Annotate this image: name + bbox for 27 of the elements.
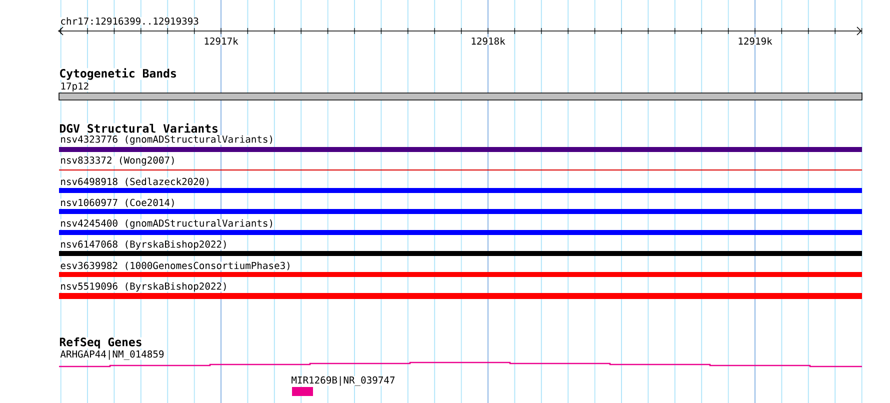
variant-bar: esv3639982 (1000GenomesConsortiumPhase3) bbox=[59, 262, 862, 277]
variant-bar: nsv4323776 (gnomADStructuralVariants) bbox=[59, 135, 862, 152]
node-label: MIR1269B|NR_039747 bbox=[292, 376, 395, 386]
node-label: nsv1060977 (Coe2014) bbox=[61, 198, 174, 208]
variant-bar: nsv4245400 (gnomADStructuralVariants) bbox=[59, 219, 862, 235]
gene-feature: ARHGAP44|NM_014859 bbox=[59, 350, 862, 368]
cytoband-bar: 17p12 bbox=[58, 82, 862, 100]
node-label: nsv6147068 (ByrskaBishop2022) bbox=[61, 240, 226, 250]
position-label: chr17:12916399..12919393 bbox=[60, 17, 199, 25]
node-label: nsv4245400 (gnomADStructuralVariants) bbox=[61, 219, 272, 229]
track-title: DGV Structural Variants bbox=[59, 123, 218, 133]
variant-bar: nsv6498918 (Sedlazeck2020) bbox=[59, 178, 862, 193]
variant-bar: nsv6147068 (ByrskaBishop2022) bbox=[59, 240, 862, 256]
tick-label: 12918k bbox=[470, 37, 506, 45]
tick-label: 12917k bbox=[204, 37, 238, 45]
gene-feature: MIR1269B|NR_039747 bbox=[291, 376, 396, 396]
node-label: ARHGAP44|NM_014859 bbox=[60, 350, 164, 360]
variant-bar: nsv5519096 (ByrskaBishop2022) bbox=[59, 282, 862, 299]
node-label: 17p12 bbox=[61, 82, 88, 92]
node-label: esv3639982 (1000GenomesConsortiumPhase3) bbox=[60, 262, 290, 270]
node-label: nsv6498918 (Sedlazeck2020) bbox=[61, 178, 208, 186]
node-label: nsv5519096 (ByrskaBishop2022) bbox=[61, 282, 226, 292]
variant-bar: nsv1060977 (Coe2014) bbox=[59, 198, 862, 214]
tick-label: 12919k bbox=[738, 37, 772, 45]
node-label: nsv833372 (Wong2007) bbox=[61, 156, 174, 166]
variant-bar: nsv833372 (Wong2007) bbox=[58, 156, 862, 170]
node-label: nsv4323776 (gnomADStructuralVariants) bbox=[61, 135, 272, 145]
